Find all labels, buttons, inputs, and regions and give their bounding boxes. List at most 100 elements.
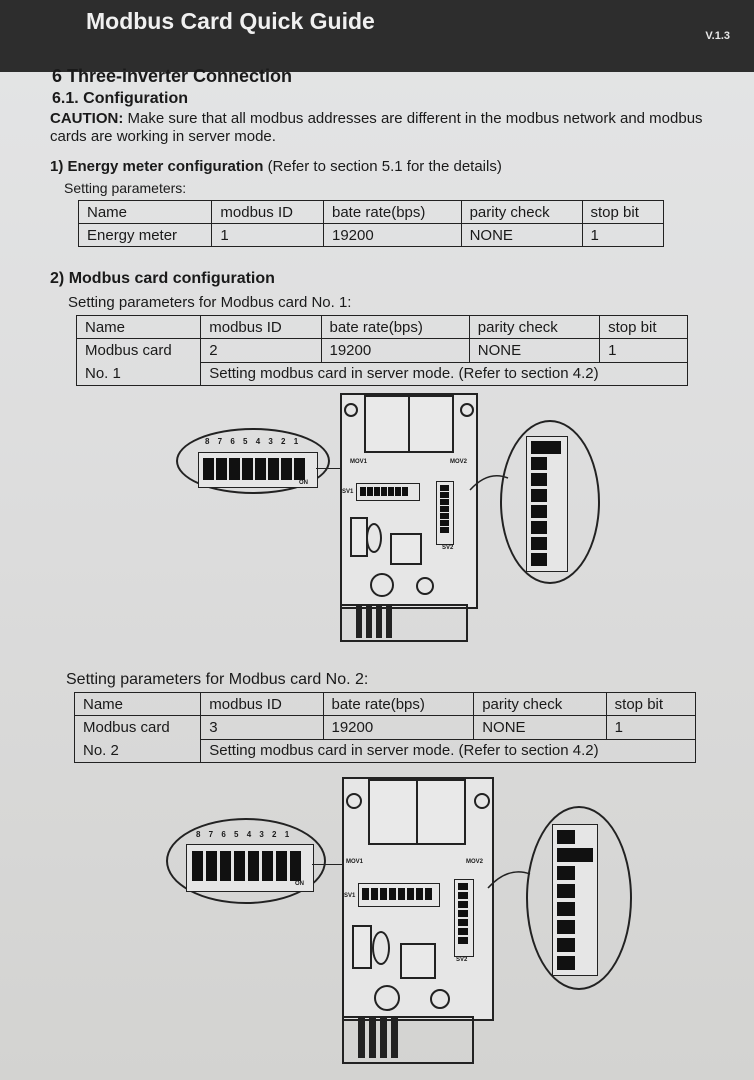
header-cell: modbus ID — [200, 315, 322, 339]
rj45-connector-2 — [408, 395, 454, 453]
dip-switch — [367, 487, 373, 496]
table-cell: 19200 — [320, 338, 470, 363]
sv2-label: SV2 — [442, 545, 454, 551]
section-title: 6 Three-inverter Connection — [52, 66, 293, 86]
header-cell: Name — [73, 692, 202, 716]
mount-hole — [460, 403, 474, 417]
table-header-row: Name modbus ID bate rate(bps) parity che… — [73, 692, 697, 716]
dip-switch — [440, 506, 449, 512]
dip-switch-zoom-right — [526, 806, 632, 990]
gold-finger — [366, 606, 372, 638]
subsection-title: 6.1. Configuration — [52, 90, 188, 107]
dip-switch — [381, 487, 387, 496]
dip-switch — [248, 851, 259, 881]
dip-switch — [557, 848, 593, 862]
header-cell: parity check — [473, 692, 607, 716]
dip-numbers-label: 8 7 6 5 4 3 2 1 — [196, 830, 293, 839]
gold-finger — [386, 606, 392, 638]
dip-switch — [268, 458, 279, 480]
header-cell: bate rate(bps) — [322, 692, 475, 716]
header-cell: bate rate(bps) — [323, 200, 462, 224]
dip-switch — [290, 851, 301, 881]
table-cell: 1 — [605, 715, 697, 740]
dip-switch — [255, 458, 266, 480]
table-row: Setting modbus card in server mode. (Ref… — [77, 361, 688, 386]
rj45-connector-1 — [364, 395, 410, 453]
table-header-row: Name modbus ID bate rate(bps) parity che… — [75, 315, 688, 339]
header-cell: Name — [77, 200, 213, 224]
dip-switch — [531, 505, 547, 518]
dip-switch — [531, 473, 547, 486]
table-row: Modbus card No. 1 2 19200 NONE 1 — [75, 338, 688, 386]
version-label: V.1.3 — [705, 30, 730, 42]
step1-setting-label: Setting parameters: — [64, 180, 187, 196]
dip-switch — [395, 487, 401, 496]
onboard-dip-switch — [358, 883, 440, 907]
step2-number: 2) — [50, 270, 65, 287]
on-label: ON — [295, 881, 304, 887]
dip-switch — [242, 458, 253, 480]
card1-setting-label: Setting parameters for Modbus card No. 1… — [68, 294, 352, 311]
table-cell: Energy meter — [77, 223, 213, 247]
dip-switch — [374, 487, 380, 496]
dip-switch-block: ON — [186, 844, 314, 892]
mov1-label: MOV1 — [346, 859, 364, 865]
step1-title: Energy meter configuration — [67, 158, 264, 175]
dip-numbers-label: 8 7 6 5 4 3 2 1 — [205, 437, 302, 446]
table-row: Setting modbus card in server mode. (Ref… — [75, 738, 696, 763]
dip-switch — [458, 883, 468, 890]
dip-switch — [388, 487, 394, 496]
dip-switch — [220, 851, 231, 881]
dip-switch-zoom-right — [500, 420, 600, 584]
table-row: Energy meter 1 19200 NONE 1 — [77, 223, 664, 247]
step1-heading: 1) Energy meter configuration (Refer to … — [50, 158, 502, 175]
dip-switch — [234, 851, 245, 881]
modbus-card-outline: MOV1 MOV2 SV1 SV2 — [340, 393, 478, 609]
dip-switch — [458, 928, 468, 935]
header-cell: modbus ID — [211, 200, 324, 224]
header-cell: parity check — [460, 200, 583, 224]
header-cell: stop bit — [581, 200, 664, 224]
table-cell: NONE — [460, 223, 583, 247]
header-cell: parity check — [468, 315, 601, 339]
mount-hole — [344, 403, 358, 417]
dip-switch — [531, 537, 547, 550]
dip-switch — [281, 458, 292, 480]
card1-table: Name modbus ID bate rate(bps) parity che… — [75, 315, 688, 386]
dip-switch — [294, 458, 305, 480]
table-cell: 2 — [200, 338, 322, 363]
crystal — [372, 931, 390, 965]
caution-text: Make sure that all modbus addresses are … — [50, 110, 703, 145]
dip-switch — [458, 892, 468, 899]
card2-table: Name modbus ID bate rate(bps) parity che… — [73, 692, 697, 763]
capacitor — [370, 573, 394, 597]
dip-switch — [371, 888, 378, 900]
table-cell: 19200 — [323, 223, 462, 247]
dip-switch — [440, 499, 449, 505]
name-line2: No. 1 — [85, 365, 121, 382]
mount-hole — [474, 793, 490, 809]
dip-switch — [402, 487, 408, 496]
header-cell: stop bit — [605, 692, 697, 716]
table-cell: NONE — [473, 715, 607, 740]
mount-hole — [346, 793, 362, 809]
dip-switch-block: ON — [198, 452, 318, 488]
dip-switch — [557, 830, 575, 844]
dip-switch — [557, 938, 575, 952]
dip-switch — [440, 492, 449, 498]
dip-switch — [440, 520, 449, 526]
dip-switch — [407, 888, 414, 900]
terminal-block — [352, 925, 372, 969]
mov2-label: MOV2 — [450, 459, 468, 465]
table-cell: 1 — [211, 223, 324, 247]
dip-switch — [425, 888, 432, 900]
header-cell: modbus ID — [200, 692, 324, 716]
name-cell: Modbus card No. 1 — [75, 338, 202, 386]
dip-switch — [362, 888, 369, 900]
leader-line — [316, 468, 340, 469]
gold-finger — [376, 606, 382, 638]
dip-switch — [557, 866, 575, 880]
name-line1: Modbus card — [83, 719, 170, 736]
dip-switch — [192, 851, 203, 881]
crystal — [366, 523, 382, 553]
